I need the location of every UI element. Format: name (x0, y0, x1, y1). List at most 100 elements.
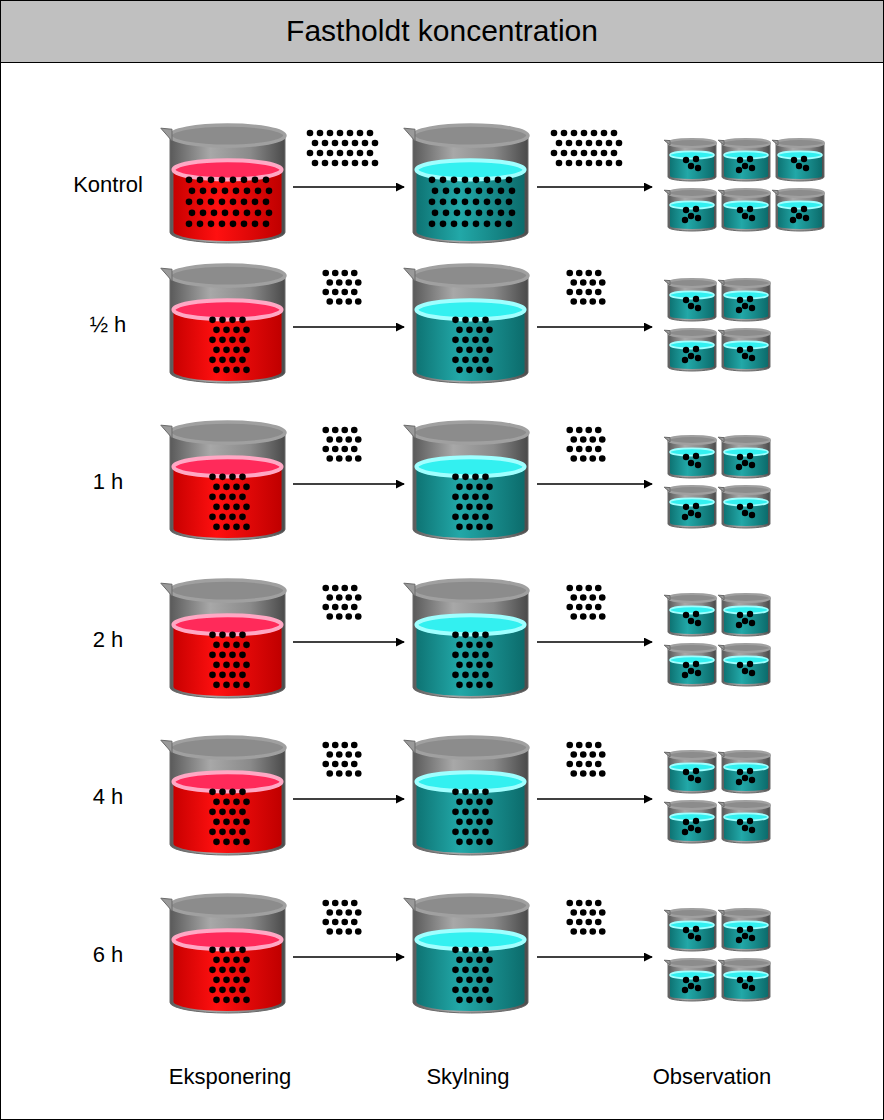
particle (693, 818, 699, 824)
particle (737, 347, 743, 353)
particle (616, 160, 623, 167)
particle (429, 177, 436, 184)
particle (570, 455, 577, 462)
beaker-body (722, 648, 770, 686)
particle (688, 933, 694, 939)
particle (327, 150, 334, 157)
particle (595, 427, 602, 434)
liquid-surface (670, 813, 714, 820)
particle (484, 221, 491, 228)
particle (322, 604, 329, 611)
particle (482, 947, 489, 954)
liquid-surface (670, 291, 714, 298)
particle (209, 672, 216, 679)
beaker-opening (668, 139, 716, 147)
beaker (664, 436, 716, 478)
particle (796, 163, 802, 169)
beaker-spout (664, 910, 670, 915)
beaker-body (668, 755, 716, 793)
particle (486, 347, 493, 354)
particle (239, 494, 246, 501)
particle (208, 177, 215, 184)
particle (241, 199, 248, 206)
particle (561, 150, 568, 157)
particle (580, 928, 587, 935)
beaker-body (170, 748, 285, 855)
beaker (718, 329, 770, 371)
particle (243, 839, 250, 846)
beaker-body (668, 598, 716, 636)
particle (233, 682, 240, 689)
particle (736, 779, 742, 785)
particle (326, 279, 333, 286)
particle (498, 210, 505, 217)
particle (189, 188, 196, 195)
transferred-particles (566, 742, 605, 777)
beaker (664, 189, 716, 231)
liquid-surface (416, 300, 524, 319)
particle (452, 987, 459, 994)
particle (351, 761, 358, 768)
particle (239, 357, 246, 364)
particle (213, 819, 220, 826)
particle (357, 130, 364, 137)
particle (456, 484, 463, 491)
particle (197, 221, 204, 228)
particle (462, 967, 469, 974)
particle (682, 217, 688, 223)
particle (596, 140, 603, 147)
particle (466, 327, 473, 334)
beaker-rim (722, 279, 770, 287)
particle (683, 207, 689, 213)
particle (595, 919, 602, 926)
particle (317, 130, 324, 137)
particle (495, 177, 502, 184)
particle (796, 213, 802, 219)
particle (576, 270, 583, 277)
particle (693, 503, 699, 509)
particle (683, 662, 689, 668)
particle (472, 652, 479, 659)
beaker (718, 751, 770, 793)
beaker-rim (413, 580, 528, 601)
particle (456, 839, 463, 846)
particle (342, 140, 349, 147)
particle (230, 199, 237, 206)
particle (742, 825, 748, 831)
beaker (664, 909, 716, 951)
beaker-rim (668, 959, 716, 967)
particle (571, 130, 578, 137)
particle (737, 977, 743, 983)
transferred-particles (322, 742, 361, 777)
liquid-surface (778, 151, 822, 158)
particle (462, 809, 469, 816)
beaker (718, 801, 770, 843)
beaker (664, 959, 716, 1001)
particle (223, 327, 230, 334)
particle (233, 662, 240, 669)
particle (595, 585, 602, 592)
particle (466, 819, 473, 826)
particle (509, 210, 516, 217)
particle (482, 632, 489, 639)
particle (243, 682, 250, 689)
transfer-arrow (537, 483, 652, 485)
beaker (718, 139, 770, 181)
transfer-arrow (293, 326, 404, 328)
particle (472, 789, 479, 796)
beaker-body (668, 963, 716, 1001)
particle (498, 188, 505, 195)
particle (476, 524, 483, 531)
particle (345, 594, 352, 601)
particle (219, 672, 226, 679)
title: Fastholdt koncentration (0, 14, 884, 49)
particle (482, 789, 489, 796)
particle (561, 130, 568, 137)
particle (473, 221, 480, 228)
beaker-body (170, 906, 285, 1013)
particle (223, 977, 230, 984)
particle (693, 206, 699, 212)
particle (451, 177, 458, 184)
particle (209, 357, 216, 364)
beaker-rim (668, 909, 716, 917)
